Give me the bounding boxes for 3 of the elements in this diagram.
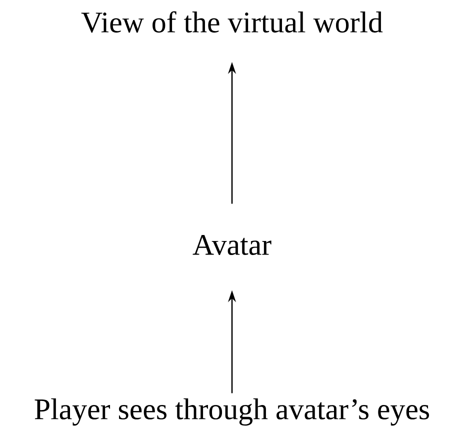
- text-label: View of the virtual world: [81, 11, 383, 33]
- text-label: Avatar: [192, 234, 272, 255]
- text-label: Player sees through avatar’s eyes: [34, 398, 429, 426]
